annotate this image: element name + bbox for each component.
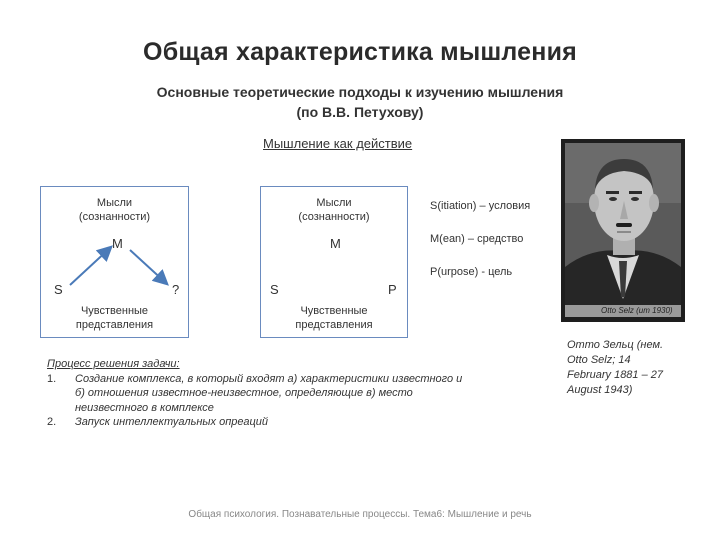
diagram-2-top-label-line-1: Мысли xyxy=(316,197,352,209)
process-item-1-line-2: б) отношения известное-неизвестное, опре… xyxy=(75,387,413,399)
legend-purpose: P(urpose) - цель xyxy=(430,266,513,278)
photo-caption-line-2: Otto Selz; 14 xyxy=(567,354,631,366)
subtitle: Основные теоретические подходы к изучени… xyxy=(0,82,720,122)
photo-inscription: Otto Selz (um 1930) xyxy=(601,306,673,315)
legend-mean: M(ean) – средство xyxy=(430,233,524,245)
subtitle-line-1: Основные теоретические подходы к изучени… xyxy=(156,84,564,100)
portrait-photo: Otto Selz (um 1930) xyxy=(561,139,685,322)
diagram-1-bottom-label-line-2: представления xyxy=(75,319,154,331)
section-heading: Мышление как действие xyxy=(263,136,413,151)
diagram-1-right-node: ? xyxy=(172,282,180,297)
page-title: Общая характеристика мышления xyxy=(143,38,577,66)
diagram-2-top-label: Мысли (сознанности) xyxy=(260,196,408,224)
diagram-2-top-label-line-2: (сознанности) xyxy=(298,211,370,223)
diagram-1-arrow-m-to-right xyxy=(129,249,169,286)
photo-caption-line-4: August 1943) xyxy=(567,384,633,396)
diagram-1-center-node: M xyxy=(112,236,123,251)
diagram-2-bottom-label-line-2: представления xyxy=(295,319,373,331)
footer: Общая психология. Познавательные процесс… xyxy=(188,509,532,520)
diagram-1-bottom-label-line-1: Чувственные xyxy=(80,305,149,317)
process-item-1-line-1: Создание комплекса, в который входят а) … xyxy=(75,372,463,385)
process-item-2-number: 2. xyxy=(47,416,57,428)
diagram-2-center-node: M xyxy=(330,236,341,251)
process-heading: Процесс решения задачи: xyxy=(47,358,180,370)
process-item-2-line-1: Запуск интеллектуальных опреаций xyxy=(75,416,269,428)
legend-situation: S(itiation) – условия xyxy=(430,200,531,212)
diagram-2-bottom-label-line-1: Чувственные xyxy=(300,305,368,317)
photo-caption-line-1: Отто Зельц (нем. xyxy=(567,339,664,351)
diagram-1-top-label-line-1: Мысли xyxy=(96,197,133,209)
diagram-2-right-node: P xyxy=(388,282,397,297)
subtitle-line-2: (по В.В. Петухову) xyxy=(296,104,424,120)
diagram-1-top-label-line-2: (сознанности) xyxy=(78,211,151,223)
process-item-1: 1. Создание комплекса, в который входят … xyxy=(47,372,547,416)
diagram-2-bottom-label: Чувственные представления xyxy=(260,304,408,332)
process-item-1-number: 1. xyxy=(47,372,57,385)
diagram-1-left-node: S xyxy=(54,282,63,297)
diagram-1-top-label: Мысли (сознанности) xyxy=(40,196,189,224)
photo-caption-line-3: February 1881 – 27 xyxy=(567,369,664,381)
diagram-box-2 xyxy=(260,186,408,338)
process-section: Процесс решения задачи: 1. Создание комп… xyxy=(47,357,547,430)
diagram-box-1 xyxy=(40,186,189,338)
process-item-1-line-3: неизвестного в комплексе xyxy=(75,401,214,414)
photo-caption: Отто Зельц (нем. Otto Selz; 14 February … xyxy=(567,338,687,398)
diagram-1-arrow-s-to-m xyxy=(69,245,113,286)
diagram-1-bottom-label: Чувственные представления xyxy=(40,304,189,332)
portrait-illustration xyxy=(561,139,685,322)
process-item-2: 2. Запуск интеллектуальных опреаций xyxy=(47,415,547,430)
diagram-2-left-node: S xyxy=(270,282,279,297)
